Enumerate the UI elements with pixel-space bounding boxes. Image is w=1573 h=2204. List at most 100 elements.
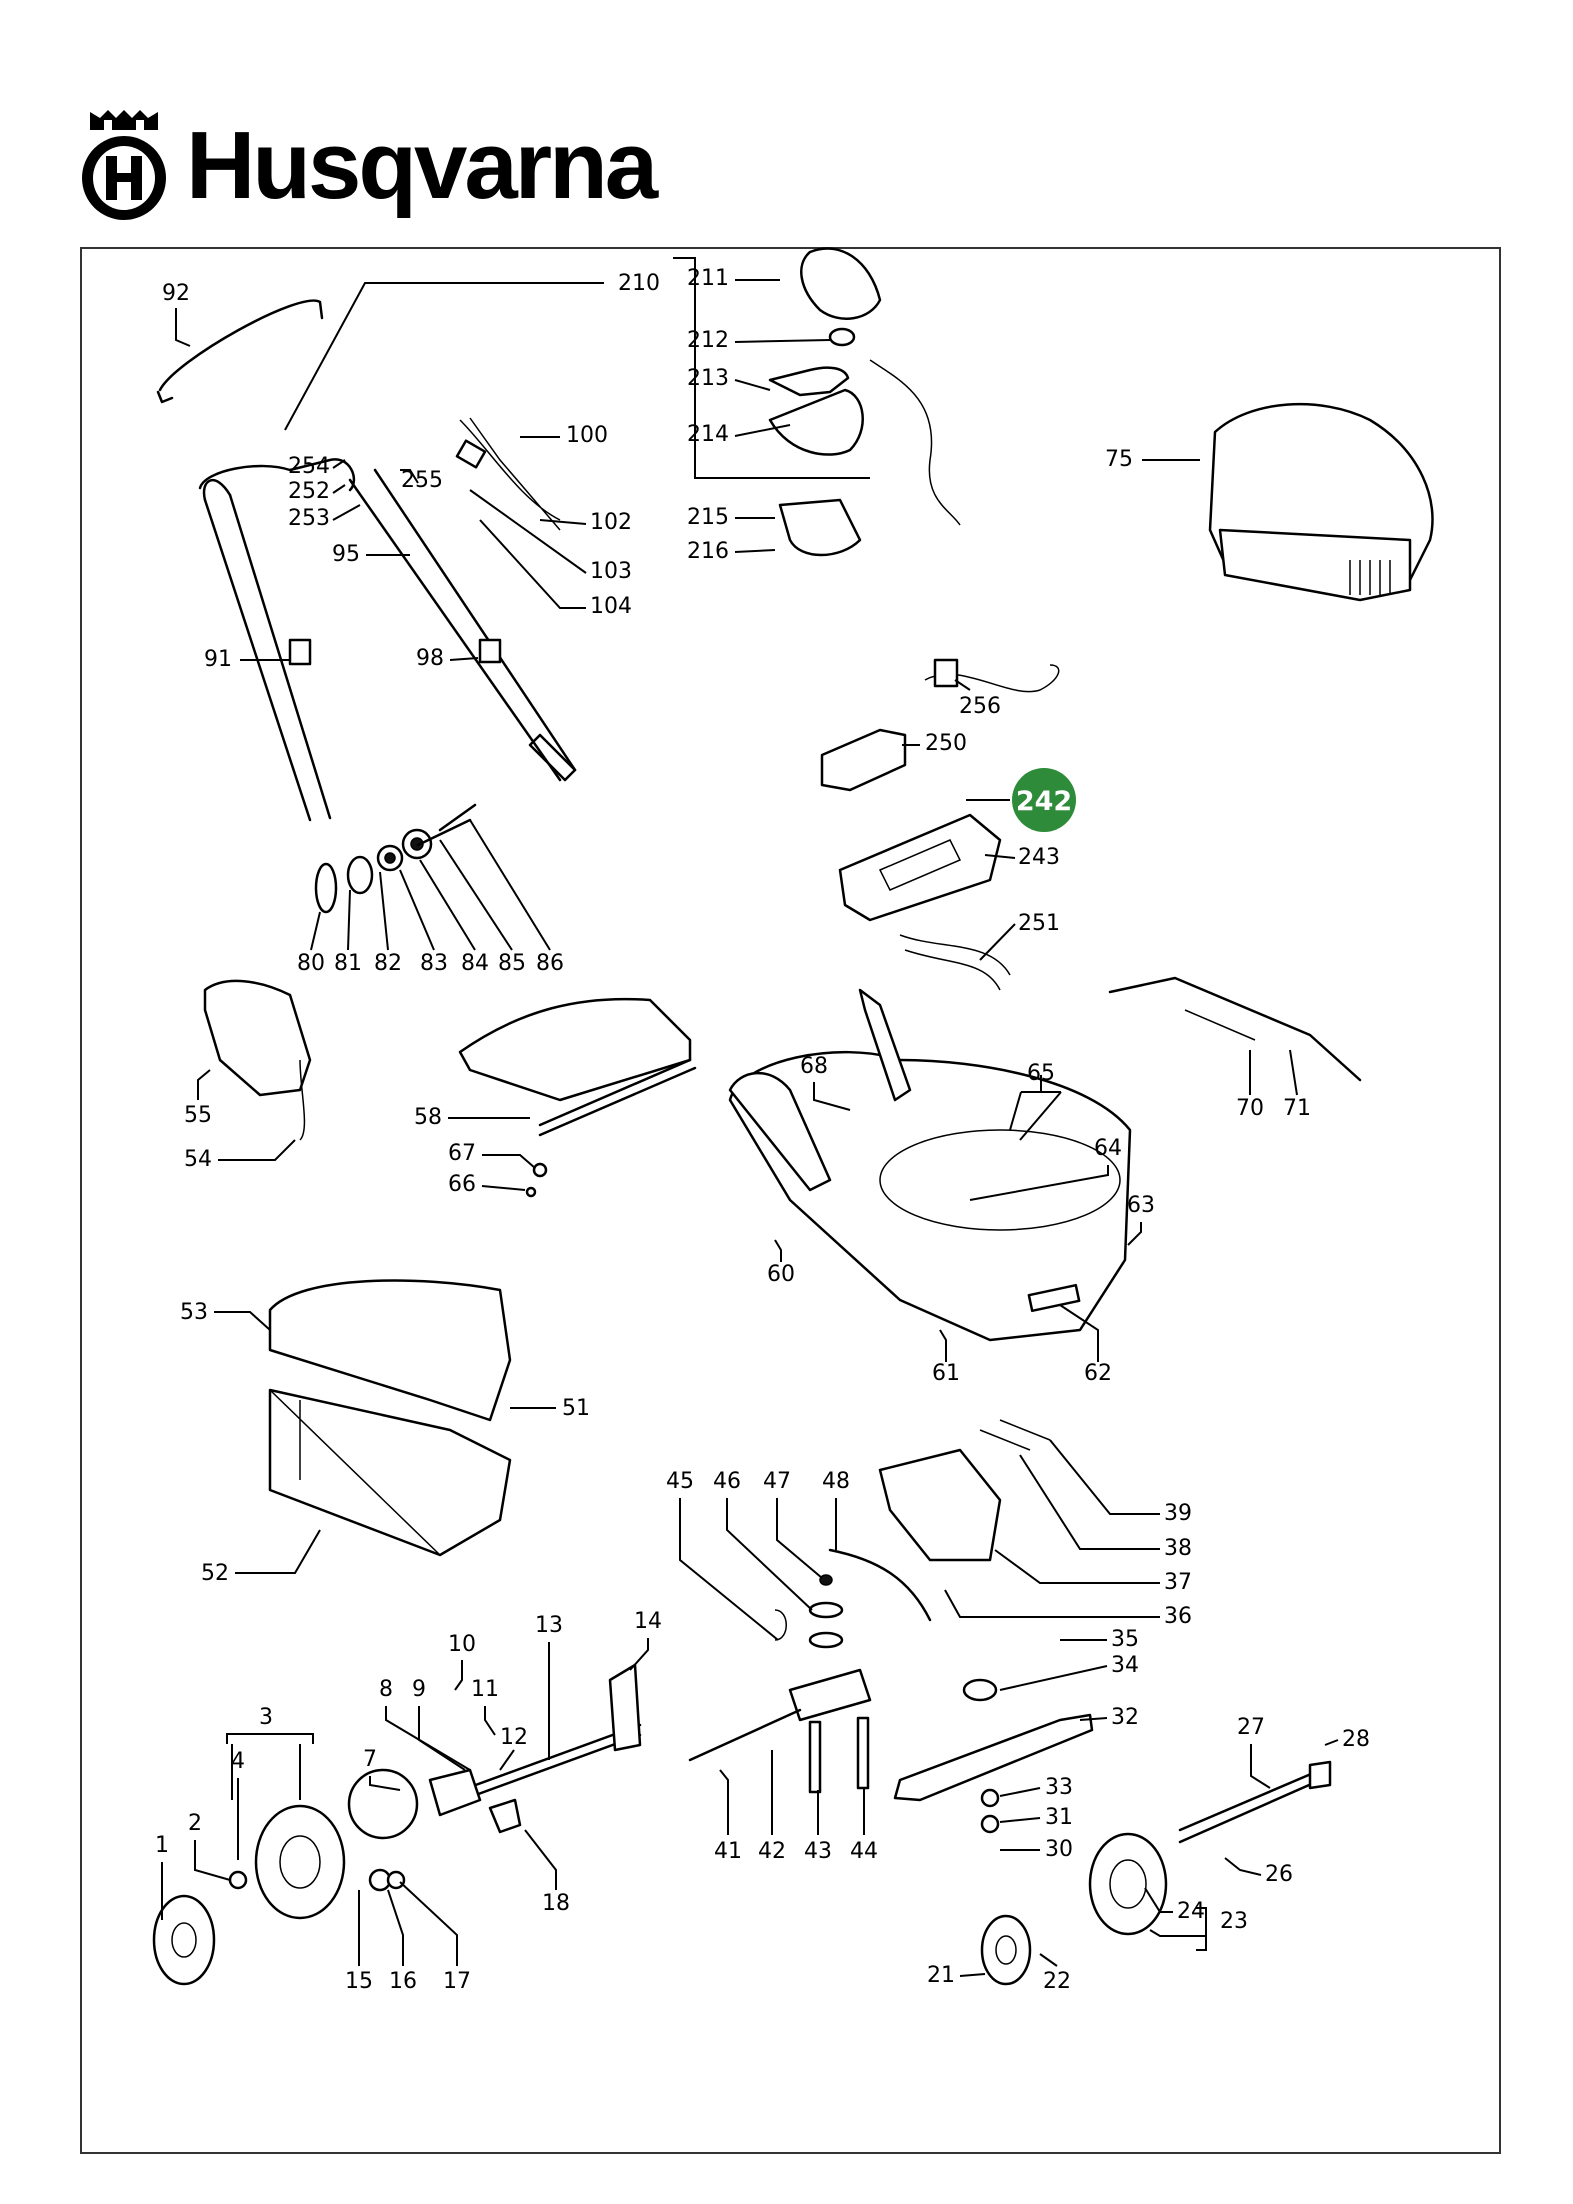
part-illustrations [152, 247, 1434, 1986]
part-label-32: 32 [1111, 1705, 1139, 1730]
part-label-66: 66 [448, 1172, 476, 1197]
parts-diagram-frame [80, 247, 1501, 2154]
part-label-100: 100 [566, 423, 608, 448]
part-label-39: 39 [1164, 1501, 1192, 1526]
highlight-badge [1012, 768, 1076, 832]
part-label-15: 15 [345, 1969, 373, 1994]
part-label-81: 81 [334, 951, 362, 976]
part-label-46: 46 [713, 1469, 741, 1494]
part-label-254: 254 [288, 454, 330, 479]
part-label-86: 86 [536, 951, 564, 976]
part-label-48: 48 [822, 1469, 850, 1494]
part-label-13: 13 [535, 1613, 563, 1638]
part-label-64: 64 [1094, 1136, 1122, 1161]
part-label-21: 21 [927, 1963, 955, 1988]
part-label-251: 251 [1018, 911, 1060, 936]
part-label-102: 102 [590, 510, 632, 535]
part-label-243: 243 [1018, 845, 1060, 870]
part-label-61: 61 [932, 1361, 960, 1386]
part-label-75: 75 [1105, 447, 1133, 472]
highlight-part-number: 242 [1016, 786, 1072, 817]
part-label-63: 63 [1127, 1193, 1155, 1218]
part-label-255: 255 [401, 468, 443, 493]
part-label-44: 44 [850, 1839, 878, 1864]
part-label-54: 54 [184, 1147, 212, 1172]
part-label-8: 8 [379, 1677, 393, 1702]
part-label-4: 4 [231, 1749, 245, 1774]
part-label-65: 65 [1027, 1061, 1055, 1086]
part-label-216: 216 [687, 539, 729, 564]
part-label-58: 58 [414, 1105, 442, 1130]
part-label-92: 92 [162, 281, 190, 306]
part-label-3: 3 [259, 1705, 273, 1730]
part-label-16: 16 [389, 1969, 417, 1994]
part-label-38: 38 [1164, 1536, 1192, 1561]
part-label-55: 55 [184, 1103, 212, 1128]
part-label-67: 67 [448, 1141, 476, 1166]
part-label-211: 211 [687, 266, 729, 291]
part-label-60: 60 [767, 1262, 795, 1287]
brand-name: Husqvarna [186, 112, 658, 219]
part-label-53: 53 [180, 1300, 208, 1325]
part-label-18: 18 [542, 1891, 570, 1916]
part-label-95: 95 [332, 542, 360, 567]
part-label-250: 250 [925, 731, 967, 756]
part-label-212: 212 [687, 328, 729, 353]
part-label-17: 17 [443, 1969, 471, 1994]
part-label-24: 24 [1177, 1899, 1205, 1924]
part-label-35: 35 [1111, 1627, 1139, 1652]
part-label-27: 27 [1237, 1715, 1265, 1740]
part-label-33: 33 [1045, 1775, 1073, 1800]
part-label-62: 62 [1084, 1361, 1112, 1386]
part-label-85: 85 [498, 951, 526, 976]
part-label-10: 10 [448, 1632, 476, 1657]
part-label-84: 84 [461, 951, 489, 976]
part-label-98: 98 [416, 646, 444, 671]
highlighted-part-242: 242 [966, 768, 1076, 832]
part-label-9: 9 [412, 1677, 426, 1702]
part-label-91: 91 [204, 647, 232, 672]
part-label-214: 214 [687, 422, 729, 447]
part-label-31: 31 [1045, 1805, 1073, 1830]
part-label-45: 45 [666, 1469, 694, 1494]
part-label-22: 22 [1043, 1969, 1071, 1994]
part-label-70: 70 [1236, 1096, 1264, 1121]
part-label-52: 52 [201, 1561, 229, 1586]
part-label-34: 34 [1111, 1653, 1139, 1678]
part-label-104: 104 [590, 594, 632, 619]
part-label-68: 68 [800, 1054, 828, 1079]
part-label-43: 43 [804, 1839, 832, 1864]
part-label-103: 103 [590, 559, 632, 584]
part-label-14: 14 [634, 1609, 662, 1634]
part-label-37: 37 [1164, 1570, 1192, 1595]
leader-lines [161, 279, 1339, 1977]
part-label-83: 83 [420, 951, 448, 976]
part-label-1: 1 [155, 1833, 169, 1858]
part-label-256: 256 [959, 694, 1001, 719]
part-label-82: 82 [374, 951, 402, 976]
part-label-41: 41 [714, 1839, 742, 1864]
part-label-2: 2 [188, 1811, 202, 1836]
part-label-7: 7 [363, 1747, 377, 1772]
part-label-71: 71 [1283, 1096, 1311, 1121]
part-label-51: 51 [562, 1396, 590, 1421]
part-label-213: 213 [687, 366, 729, 391]
crowned-h-icon [82, 110, 166, 220]
part-label-210: 210 [618, 271, 660, 296]
part-label-215: 215 [687, 505, 729, 530]
part-label-252: 252 [288, 479, 330, 504]
part-label-36: 36 [1164, 1604, 1192, 1629]
part-label-26: 26 [1265, 1862, 1293, 1887]
part-label-47: 47 [763, 1469, 791, 1494]
part-label-30: 30 [1045, 1837, 1073, 1862]
part-label-28: 28 [1342, 1727, 1370, 1752]
part-label-80: 80 [297, 951, 325, 976]
part-label-42: 42 [758, 1839, 786, 1864]
part-label-253: 253 [288, 506, 330, 531]
part-label-23: 23 [1220, 1909, 1248, 1934]
part-label-12: 12 [500, 1725, 528, 1750]
brand-logo: Husqvarna [76, 108, 658, 224]
part-label-11: 11 [471, 1677, 499, 1702]
